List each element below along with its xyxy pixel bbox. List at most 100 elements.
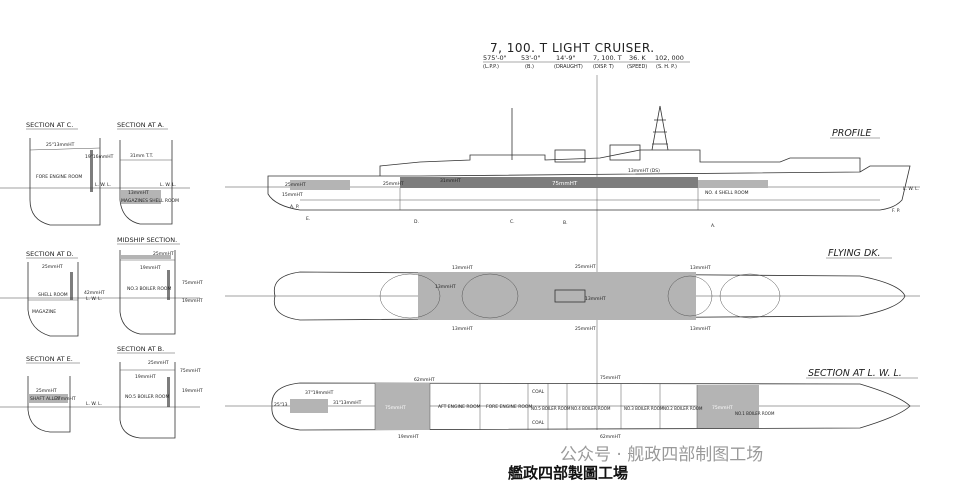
lwl-aft-belt: 75mmHT <box>385 405 406 411</box>
spec-lpp-label: (L.P.P.) <box>483 64 499 70</box>
section-c: SECTION AT C. 25"13mmHT 19"16mmHT FORE E… <box>0 121 114 226</box>
flying-top-4: 13mmHT <box>435 284 456 290</box>
section-c-deck-label: 25"13mmHT <box>46 142 75 148</box>
section-c-title: SECTION AT C. <box>26 121 73 129</box>
section-d-title: SECTION AT D. <box>26 250 74 258</box>
profile-station-d: D. <box>414 219 419 225</box>
studio-signature: 艦政四部製圖工場 <box>508 464 629 482</box>
lwl-section-title: SECTION AT L. W. L. <box>808 368 902 379</box>
profile-station-c: C. <box>510 219 515 225</box>
section-b-title: SECTION AT B. <box>117 345 164 353</box>
section-b-upper: 19mmHT <box>135 374 156 380</box>
section-e-lwl: L. W. L. <box>86 401 102 407</box>
lwl-coal-2: COAL <box>532 420 545 426</box>
section-e-title: SECTION AT E. <box>26 355 73 363</box>
section-b-belt: 75mmHT <box>180 368 201 374</box>
section-mid-deck: 25mmHT <box>153 251 174 257</box>
section-mid-lower: 19mmHT <box>182 298 203 304</box>
profile-lwl: L. W. L. <box>903 186 919 192</box>
wechat-watermark: 公众号 · 舰政四部制图工场 <box>560 445 764 465</box>
section-mid-room: NO.3 BOILER ROOM <box>127 286 171 292</box>
section-e-room: SHAFT ALLEY <box>30 396 60 402</box>
section-b: SECTION AT B. 25mmHT 19mmHT NO.5 BOILER … <box>112 345 203 439</box>
spec-speed-label: (SPEED) <box>627 64 647 70</box>
profile-ap: A. P. <box>290 204 299 210</box>
spec-disp-label: (DISP. T) <box>593 64 614 70</box>
profile-fwd-deck: 31mmHT <box>440 178 461 184</box>
flying-deck-armor-area <box>418 272 696 320</box>
drawing-title: 7, 100. T LIGHT CRUISER. <box>490 41 655 55</box>
flying-deck-title: FLYING DK. <box>828 248 881 259</box>
section-a-belt: 13mmHT <box>128 190 149 196</box>
section-b-room: NO.5 BOILER ROOM <box>125 394 169 400</box>
lwl-boiler-1: NO.5 BOILER ROOM <box>531 406 571 411</box>
lwl-hull <box>271 382 911 431</box>
lwl-boiler-5: NO.1 BOILER ROOM <box>735 411 775 416</box>
profile-station-b: B. <box>563 220 568 226</box>
section-c-room: FORE ENGINE ROOM <box>36 174 82 180</box>
lwl-aft-armor: 37"19mmHT <box>305 390 334 396</box>
lwl-aft-gun: 25"13 <box>274 402 288 408</box>
spec-speed-value: 36. K <box>629 54 646 62</box>
section-e: SECTION AT E. 25mmHT 37mmHT SHAFT ALLEY … <box>0 355 112 433</box>
lwl-aft-engine: AFT ENGINE ROOM <box>438 404 481 410</box>
profile-belt-armor <box>400 177 698 188</box>
profile-aft-lower: 15mmHT <box>282 192 303 198</box>
profile-hull <box>267 165 911 211</box>
flying-deck-hull <box>273 271 906 321</box>
flying-deck-view: FLYING DK. 13mmHT 25mmHT 13mmHT 13mmHT 1… <box>225 248 920 332</box>
spec-disp-value: 7, 100. T <box>593 54 622 62</box>
spec-draught-label: (DRAUGHT) <box>554 64 583 70</box>
section-b-lower: 19mmHT <box>182 388 203 394</box>
lwl-fwd-belt: 75mmHT <box>712 405 733 411</box>
section-c-lwl: L. W. L. <box>95 182 111 188</box>
section-d-room2: MAGAZINE <box>32 309 56 315</box>
section-d-deck: 25mmHT <box>42 264 63 270</box>
profile-belt-label: 75mmHT <box>552 181 578 187</box>
spec-shp-value: 102, 000 <box>655 54 684 62</box>
section-e-deck: 25mmHT <box>36 388 57 394</box>
flying-top-1: 13mmHT <box>452 265 473 271</box>
profile-fwd-belt: 25mmHT <box>383 181 404 187</box>
section-d-lwl: L. W. L. <box>86 296 102 302</box>
flying-top-3: 13mmHT <box>690 265 711 271</box>
profile-mid-deck: 13mmHT (DS) <box>628 168 660 174</box>
section-b-deck: 25mmHT <box>148 360 169 366</box>
section-d-room1: SHELL ROOM <box>38 292 68 298</box>
flying-top-2: 25mmHT <box>575 264 596 270</box>
lwl-boiler-3: NO.3 BOILER ROOM <box>624 406 664 411</box>
section-d: SECTION AT D. 25mmHT SHELL ROOM MAGAZINE… <box>0 250 112 337</box>
spec-beam-value: 53'-0" <box>521 54 541 62</box>
section-midship: MIDSHIP SECTION. 25mmHT 19mmHT NO.3 BOIL… <box>112 236 203 335</box>
flying-bottom-3: 13mmHT <box>690 326 711 332</box>
lwl-boiler-2: NO.4 BOILER ROOM <box>571 406 611 411</box>
spec-table: 575'-0" (L.P.P.) 53'-0" (B.) 14'-9" (DRA… <box>483 54 690 70</box>
lwl-coal-1: COAL <box>532 389 545 395</box>
section-a-title: SECTION AT A. <box>117 121 164 129</box>
lwl-aft-top: 62mmHT <box>414 377 435 383</box>
lwl-section-view: SECTION AT L. W. L. 25"13 37"19mmHT 31"1… <box>225 368 920 440</box>
spec-beam-label: (B.) <box>525 64 534 70</box>
section-mid-belt: 75mmHT <box>182 280 203 286</box>
section-a-lwl: L. W. L. <box>160 182 176 188</box>
section-a-deck: 31mm T.T. <box>130 153 153 159</box>
section-e-side: 37mmHT <box>55 396 76 402</box>
profile-magazine: NO. 4 SHELL ROOM <box>705 190 749 196</box>
section-a: SECTION AT A. 31mm T.T. 13mmHT MAGAZINES… <box>112 121 190 225</box>
spec-draught-value: 14'-9" <box>556 54 576 62</box>
profile-station-e: E. <box>306 216 310 222</box>
profile-title: PROFILE <box>832 128 871 139</box>
section-c-side-label: 19"16mmHT <box>85 154 114 160</box>
lwl-belt-top: 75mmHT <box>600 375 621 381</box>
flying-bottom-1: 13mmHT <box>452 326 473 332</box>
spec-shp-label: (S. H. P.) <box>656 64 677 70</box>
lwl-boiler-4: NO.2 BOILER ROOM <box>663 406 703 411</box>
section-mid-title: MIDSHIP SECTION. <box>117 236 177 244</box>
section-d-belt: 42mmHT <box>84 290 105 296</box>
lwl-fwd-top: 19mmHT <box>398 434 419 440</box>
profile-station-a: A. <box>711 223 715 229</box>
lwl-fore-engine: FORE ENGINE ROOM <box>486 404 532 410</box>
lwl-belt-bottom: 62mmHT <box>600 434 621 440</box>
flying-mid: 13mmHT <box>585 296 606 302</box>
